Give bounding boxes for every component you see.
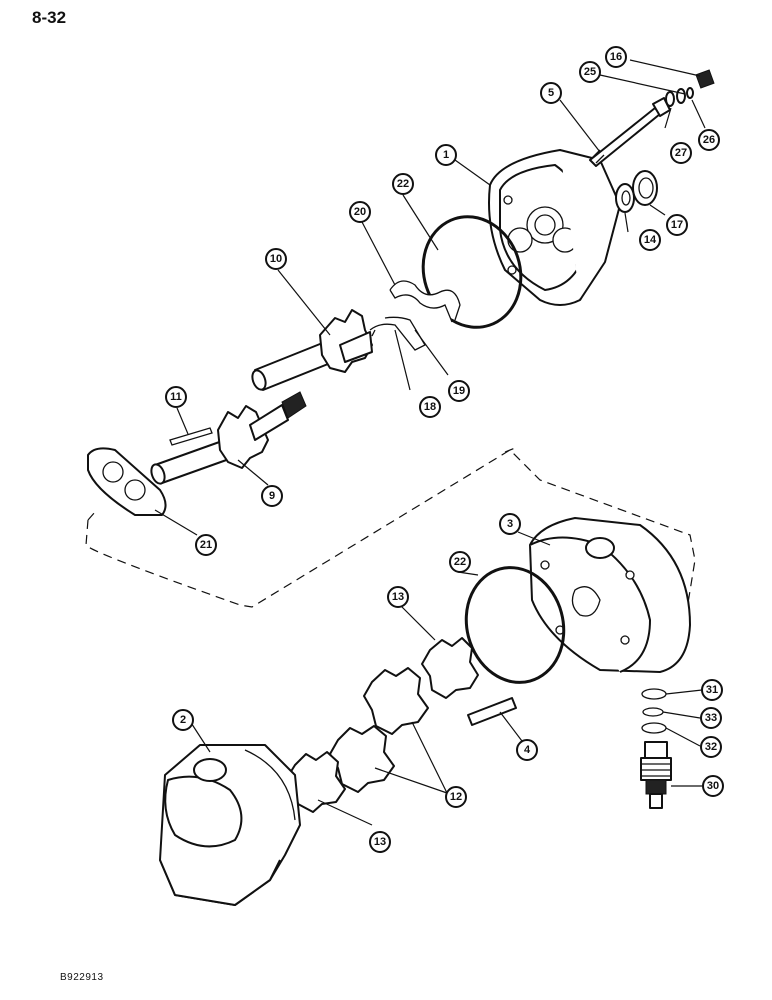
group-outline <box>85 447 696 641</box>
svg-text:10: 10 <box>270 253 282 265</box>
svg-text:25: 25 <box>584 66 596 78</box>
o-ring-31 <box>641 688 667 700</box>
dowel-pin-4 <box>467 697 517 726</box>
o-ring-upper <box>421 215 523 329</box>
callout-5: 5 <box>540 82 562 104</box>
leader-lines <box>154 59 706 826</box>
svg-text:4: 4 <box>524 744 531 756</box>
callout-31: 31 <box>701 679 723 701</box>
rear-cover-housing <box>529 517 691 673</box>
svg-text:31: 31 <box>706 684 718 696</box>
wear-plate-21 <box>87 447 167 516</box>
callout-18: 18 <box>419 396 441 418</box>
svg-text:3: 3 <box>507 518 513 530</box>
callout-12: 12 <box>445 786 467 808</box>
svg-text:22: 22 <box>397 178 409 190</box>
clip-18-19 <box>369 316 426 351</box>
callout-3: 3 <box>499 513 521 535</box>
gear-12-a <box>363 667 429 735</box>
svg-text:27: 27 <box>675 147 687 159</box>
bolt <box>589 97 671 167</box>
callout-19: 19 <box>448 380 470 402</box>
callout-32: 32 <box>700 736 722 758</box>
drive-gear-shaft-9 <box>150 391 307 485</box>
svg-text:21: 21 <box>200 539 212 551</box>
key-11 <box>169 427 213 446</box>
nut-16 <box>695 69 715 89</box>
svg-text:12: 12 <box>450 791 462 803</box>
callout-13-lower: 13 <box>369 831 391 853</box>
callout-10: 10 <box>265 248 287 270</box>
callout-22-lower: 22 <box>449 551 471 573</box>
callout-4: 4 <box>516 739 538 761</box>
svg-text:9: 9 <box>269 490 275 502</box>
svg-text:26: 26 <box>703 134 715 146</box>
washer-14 <box>615 183 635 213</box>
svg-text:22: 22 <box>454 556 466 568</box>
svg-text:14: 14 <box>644 234 657 246</box>
svg-text:5: 5 <box>548 87 554 99</box>
svg-text:18: 18 <box>424 401 436 413</box>
gear-shaft-10 <box>251 309 373 391</box>
callout-21: 21 <box>195 534 217 556</box>
washer-27 <box>665 91 675 107</box>
callout-2: 2 <box>172 709 194 731</box>
callout-22-upper: 22 <box>392 173 414 195</box>
callout-26: 26 <box>698 129 720 151</box>
o-ring-lower <box>464 566 566 684</box>
svg-text:30: 30 <box>707 780 719 792</box>
svg-text:11: 11 <box>170 391 182 403</box>
front-cover-plate <box>488 149 621 306</box>
callout-30: 30 <box>702 775 724 797</box>
callout-11: 11 <box>165 386 187 408</box>
seal-17 <box>632 170 658 206</box>
callout-25: 25 <box>579 61 601 83</box>
o-ring-32 <box>641 722 667 734</box>
relief-valve-30 <box>640 741 672 809</box>
callout-9: 9 <box>261 485 283 507</box>
callout-14: 14 <box>639 229 661 251</box>
callout-16: 16 <box>605 46 627 68</box>
callout-27: 27 <box>670 142 692 164</box>
gear-13-upper <box>421 637 479 699</box>
washer-25 <box>676 88 686 104</box>
svg-text:19: 19 <box>453 385 465 397</box>
svg-text:17: 17 <box>671 219 683 231</box>
callout-20: 20 <box>349 201 371 223</box>
svg-text:13: 13 <box>392 591 404 603</box>
svg-text:13: 13 <box>374 836 386 848</box>
figure-id: B922913 <box>60 972 104 983</box>
callout-33: 33 <box>700 707 722 729</box>
svg-text:2: 2 <box>180 714 186 726</box>
callout-17: 17 <box>666 214 688 236</box>
washer-26 <box>686 87 694 99</box>
page-number: 8-32 <box>32 8 67 27</box>
pump-body-2 <box>159 744 301 906</box>
svg-text:16: 16 <box>610 51 622 63</box>
o-ring-33 <box>642 707 664 717</box>
svg-text:20: 20 <box>354 206 366 218</box>
callout-13-upper: 13 <box>387 586 409 608</box>
clip-20 <box>389 280 461 323</box>
callout-1: 1 <box>435 144 457 166</box>
svg-text:33: 33 <box>705 712 717 724</box>
svg-text:32: 32 <box>705 741 717 753</box>
svg-text:1: 1 <box>443 149 449 161</box>
